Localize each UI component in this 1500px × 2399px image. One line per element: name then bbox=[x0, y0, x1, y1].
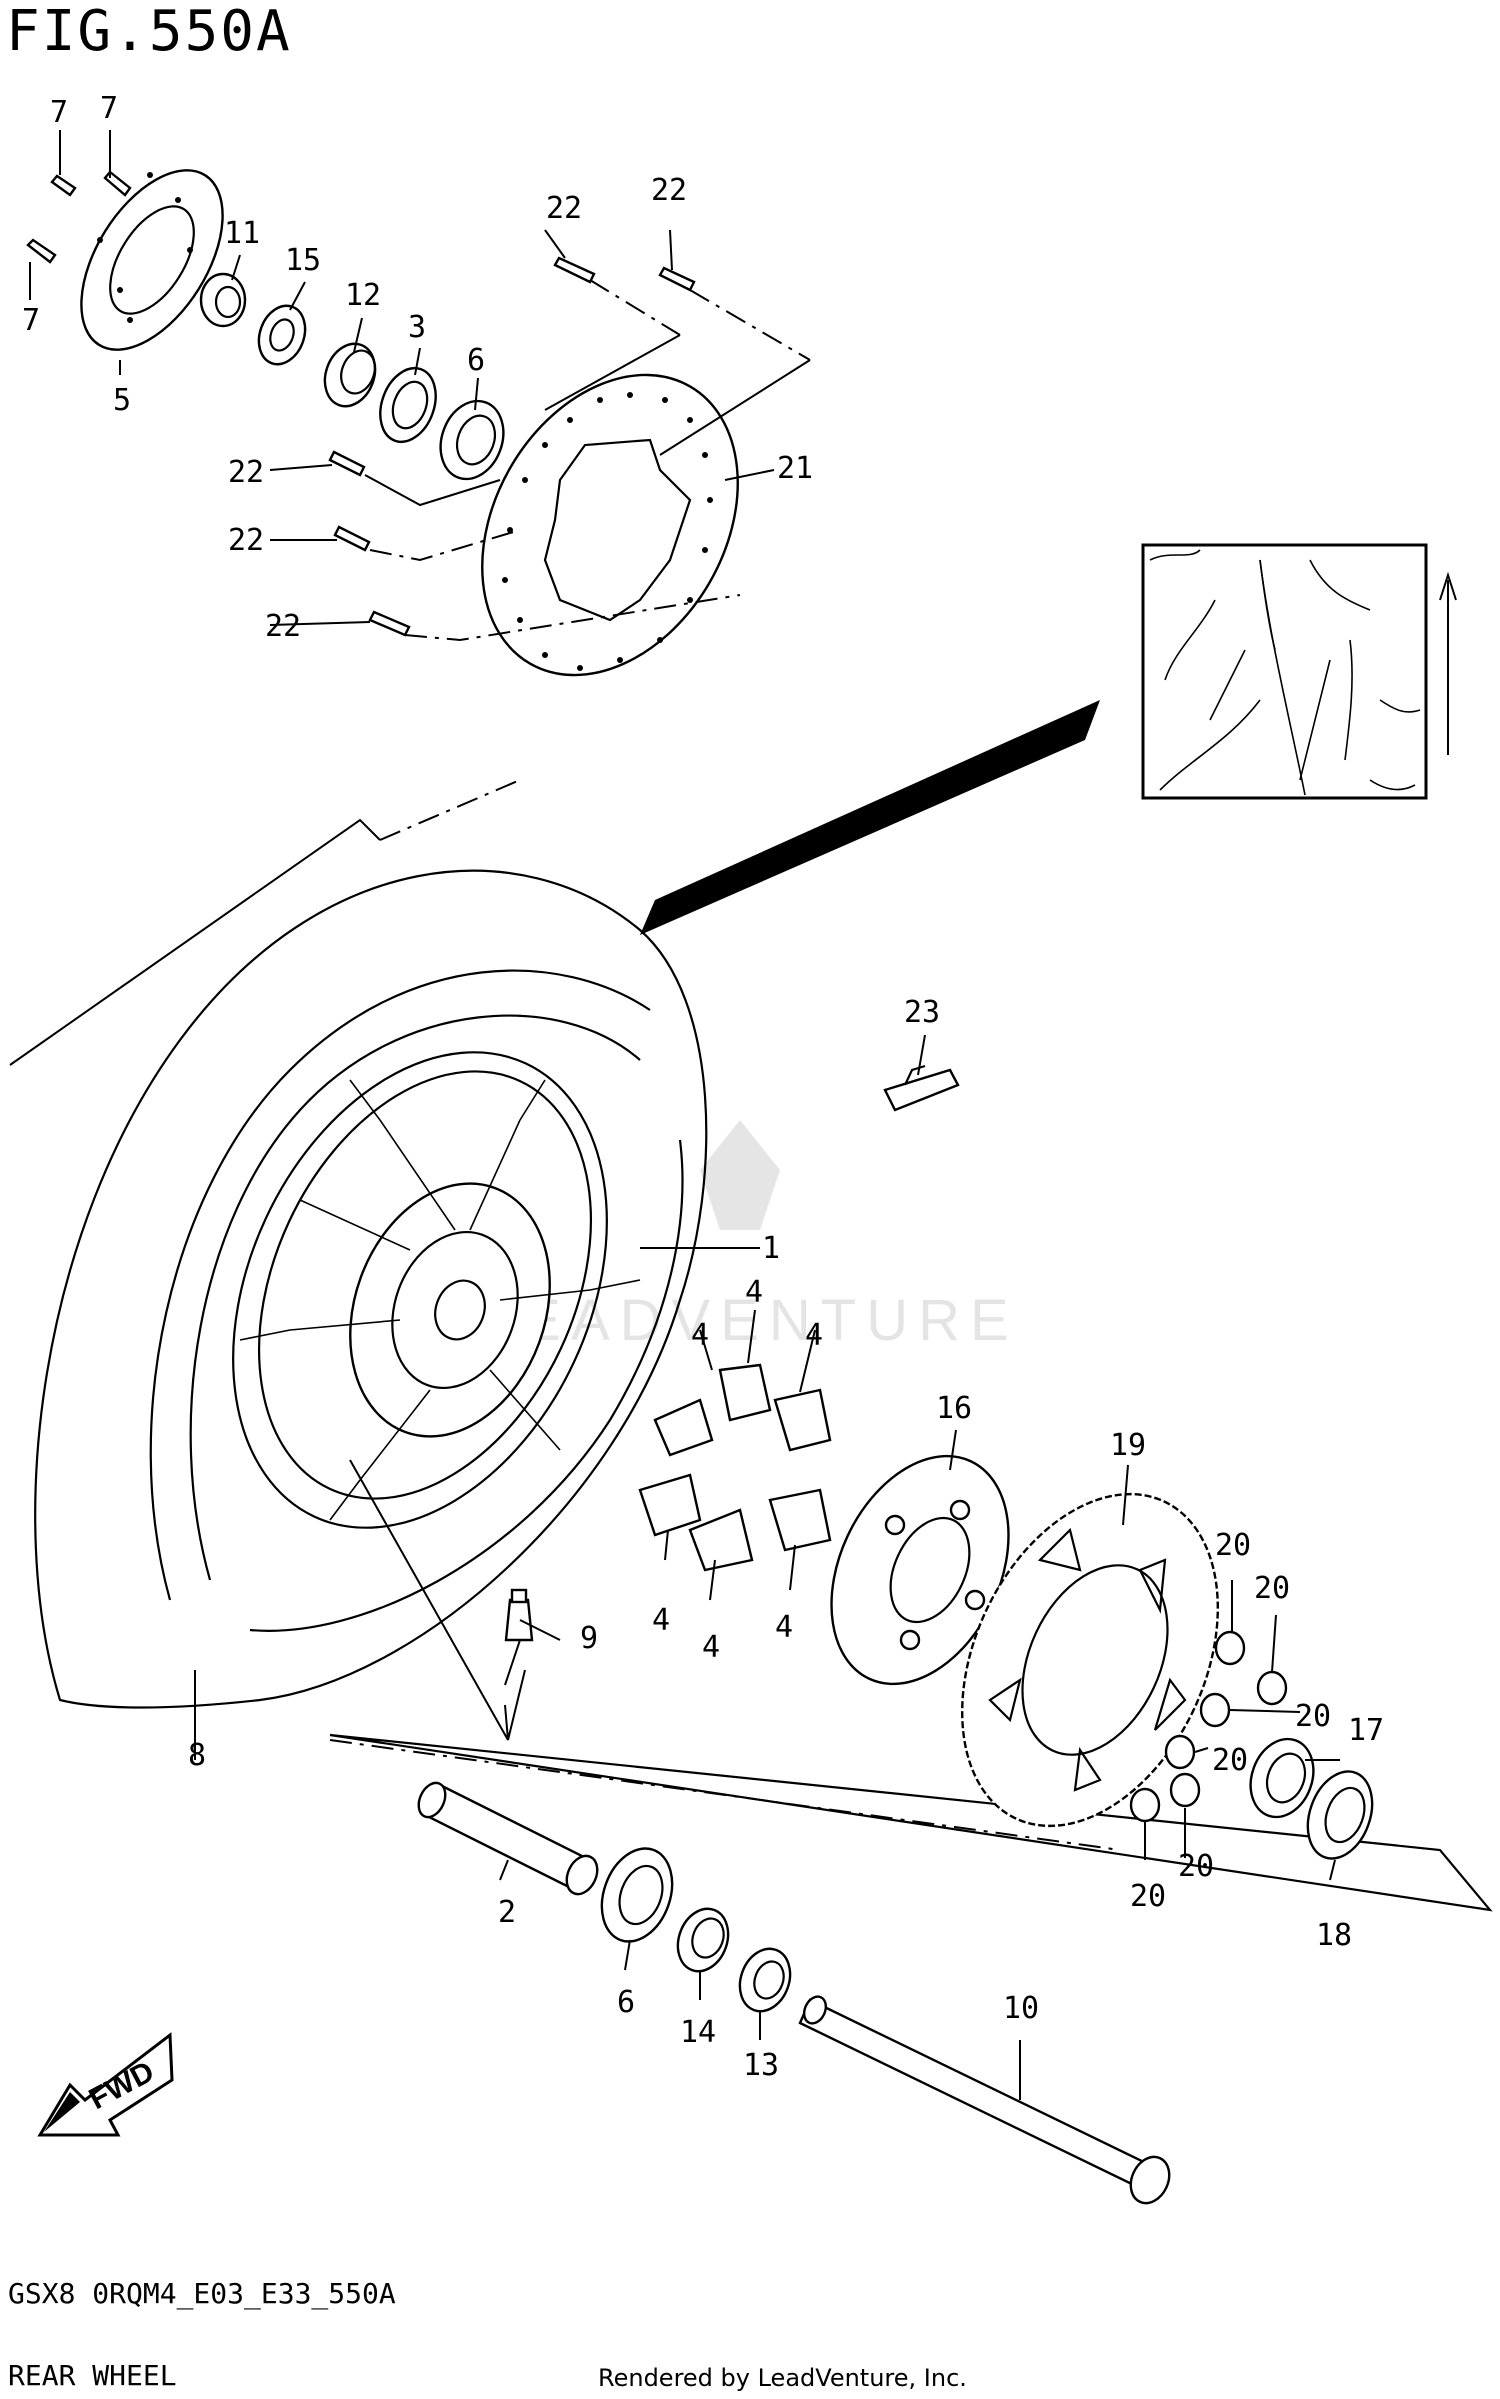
callout-8: 8 bbox=[188, 1738, 206, 1773]
callout-13: 13 bbox=[743, 2048, 779, 2083]
callout-21: 21 bbox=[777, 451, 813, 486]
sensor-ring-part-5[interactable] bbox=[52, 146, 251, 374]
callout-15: 15 bbox=[285, 243, 321, 278]
rear-sprocket-part-19[interactable] bbox=[912, 1453, 1268, 1867]
watermark-text: LEADVENTURE bbox=[480, 1288, 1019, 1353]
tire-valve-part-9[interactable] bbox=[504, 1588, 534, 1642]
tread-inset-pointer bbox=[640, 700, 1100, 935]
balance-weight-part-23[interactable] bbox=[883, 1064, 960, 1112]
callout-4: 4 bbox=[702, 1630, 720, 1665]
callout-1: 1 bbox=[762, 1231, 780, 1266]
callout-6: 6 bbox=[467, 343, 485, 378]
callout-20: 20 bbox=[1178, 1849, 1214, 1884]
callout-5: 5 bbox=[113, 383, 131, 418]
section-name: REAR WHEEL bbox=[8, 2359, 177, 2392]
axle-part-10[interactable] bbox=[798, 1993, 1176, 2209]
callout-20: 20 bbox=[1215, 1528, 1251, 1563]
callout-4: 4 bbox=[745, 1275, 763, 1310]
callout-12: 12 bbox=[345, 278, 381, 313]
callout-4: 4 bbox=[775, 1610, 793, 1645]
callout-20: 20 bbox=[1254, 1571, 1290, 1606]
callout-22: 22 bbox=[228, 523, 264, 558]
bolt-guide-b bbox=[369, 529, 521, 562]
callout-20: 20 bbox=[1130, 1879, 1166, 1914]
bearing-part-17[interactable] bbox=[1240, 1730, 1324, 1826]
callout-11: 11 bbox=[224, 216, 260, 251]
rim-hub-part-1[interactable] bbox=[160, 992, 679, 1589]
axle-guide-triangle bbox=[329, 1733, 1493, 1912]
spacer-part-2[interactable] bbox=[414, 1779, 604, 1899]
bolt-guide-c bbox=[404, 594, 741, 642]
figure-title: FIG.550A bbox=[6, 0, 292, 64]
callout-2: 2 bbox=[498, 1895, 516, 1930]
oil-seal-part-18[interactable] bbox=[1296, 1762, 1383, 1867]
callout-22: 22 bbox=[265, 609, 301, 644]
bolt-guide-upper bbox=[589, 279, 811, 361]
spacer-part-14[interactable] bbox=[670, 1902, 737, 1979]
callout-leaders bbox=[29, 130, 1340, 2100]
render-credit: Rendered by LeadVenture, Inc. bbox=[598, 2364, 967, 2392]
callout-20: 20 bbox=[1295, 1699, 1331, 1734]
bearing-part-6-lower[interactable] bbox=[590, 1839, 685, 1952]
callout-22: 22 bbox=[228, 455, 264, 490]
damper-part-4[interactable] bbox=[638, 1363, 832, 1572]
washer-part-15[interactable] bbox=[251, 299, 313, 370]
callout-17: 17 bbox=[1348, 1713, 1384, 1748]
rotation-direction-arrow-icon bbox=[1439, 571, 1457, 755]
callout-4: 4 bbox=[805, 1318, 823, 1353]
callout-19: 19 bbox=[1110, 1428, 1146, 1463]
brake-disc-part-21[interactable] bbox=[430, 329, 789, 721]
callout-9: 9 bbox=[580, 1621, 598, 1656]
oil-seal-part-3[interactable] bbox=[371, 360, 446, 449]
spacer-part-13[interactable] bbox=[732, 1942, 799, 2019]
callout-18: 18 bbox=[1316, 1918, 1352, 1953]
bolt-guide-upper-b bbox=[544, 334, 811, 456]
tire-outline-guide bbox=[9, 818, 381, 1066]
tread-pattern-inset bbox=[1141, 543, 1457, 800]
watermark: LEADVENTURE bbox=[480, 1120, 1019, 1353]
tire-centerline-dash bbox=[379, 779, 521, 841]
model-code: GSX8 0RQM4_E03_E33_550A bbox=[8, 2277, 396, 2310]
callout-22: 22 bbox=[546, 191, 582, 226]
rear-tire-part-8[interactable] bbox=[34, 869, 708, 1709]
callout-7: 7 bbox=[50, 95, 68, 130]
callout-14: 14 bbox=[680, 2015, 716, 2050]
callout-10: 10 bbox=[1003, 1991, 1039, 2026]
callout-labels: 7 7 7 5 11 15 12 3 6 22 22 21 22 22 22 2… bbox=[22, 91, 1384, 2083]
callout-22: 22 bbox=[651, 173, 687, 208]
callout-4: 4 bbox=[652, 1603, 670, 1638]
callout-7: 7 bbox=[100, 91, 118, 126]
bolt-guide-a bbox=[364, 474, 501, 507]
callout-6: 6 bbox=[617, 1985, 635, 2020]
forward-arrow-icon: FWD bbox=[37, 2032, 174, 2137]
callout-7: 7 bbox=[22, 303, 40, 338]
callout-20: 20 bbox=[1212, 1743, 1248, 1778]
callout-23: 23 bbox=[904, 995, 940, 1030]
screw-part-7[interactable] bbox=[26, 170, 132, 264]
callout-16: 16 bbox=[936, 1391, 972, 1426]
bearing-part-6-upper[interactable] bbox=[430, 392, 514, 488]
spacer-part-12[interactable] bbox=[317, 337, 384, 414]
nut-part-20[interactable] bbox=[1129, 1630, 1288, 1823]
callout-4: 4 bbox=[691, 1318, 709, 1353]
bolt-part-22[interactable] bbox=[328, 256, 696, 637]
callout-3: 3 bbox=[408, 310, 426, 345]
nut-part-11[interactable] bbox=[199, 272, 247, 328]
